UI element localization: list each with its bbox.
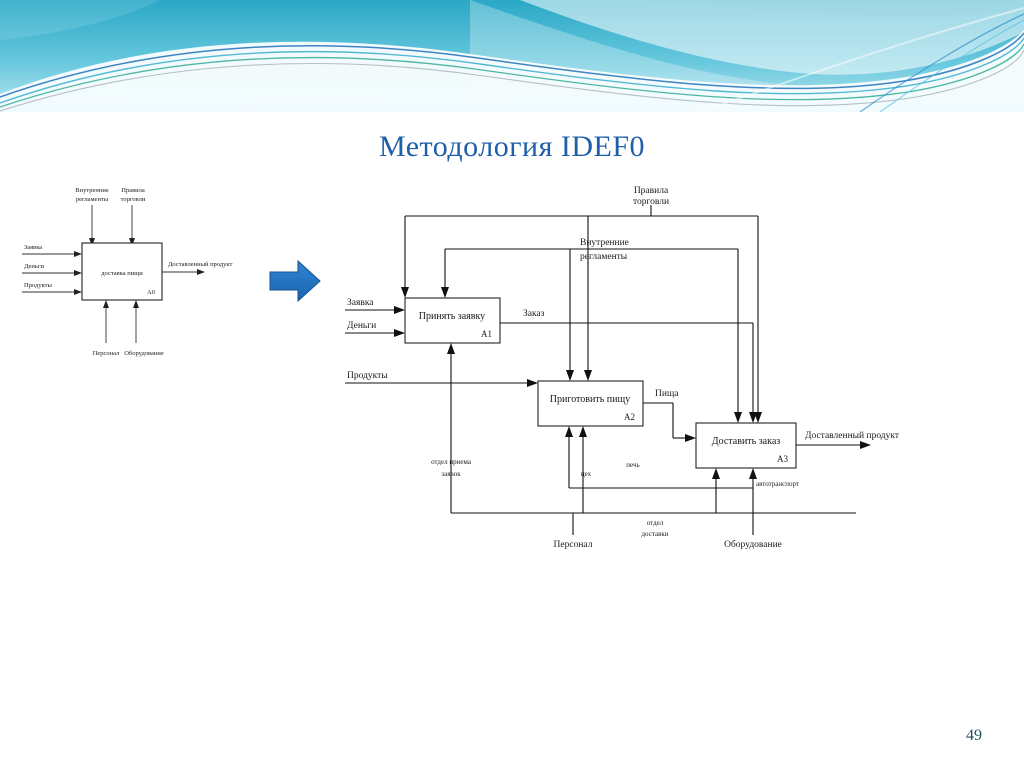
- decomp-flow-label-zakaz: Заказ: [523, 309, 545, 319]
- decomp-control-label-pravila-line2: торговли: [633, 197, 669, 207]
- context-box-label: доставка пищи: [101, 270, 143, 277]
- right-arrow-icon: [268, 258, 322, 304]
- decomp-output-label: Доставленный продукт: [805, 430, 900, 441]
- context-box-code: A0: [147, 289, 155, 296]
- context-input-label-dengi: Деньги: [24, 263, 45, 270]
- decomp-flow-label-pishcha: Пища: [655, 389, 679, 399]
- context-output-label: Доставленный продукт: [168, 261, 232, 268]
- decomp-input-label-zayavka: Заявка: [347, 298, 374, 308]
- decomp-control-label-pravila-line1: Правила: [634, 186, 669, 196]
- page-title: Методология IDEF0: [378, 130, 646, 163]
- decomposition-diagram-panel: Правила торговли Внутренние регламенты З…: [333, 183, 933, 553]
- context-control-label-2-line1: Правила: [121, 187, 145, 194]
- decomp-mech-branch-pech: печь: [626, 461, 639, 469]
- decomp-box-code-a2: A2: [624, 412, 635, 422]
- context-input-label-produkty: Продукты: [24, 282, 52, 289]
- decomp-input-label-dengi: Деньги: [347, 321, 376, 331]
- decomp-mech-branch-avtotransport: автотранспорт: [756, 480, 799, 488]
- waveform-header-decoration: [0, 0, 1024, 112]
- decomp-control-label-reglamenty-line2: регламенты: [580, 252, 628, 262]
- decomp-mechanism-label-personal: Персонал: [554, 540, 593, 550]
- context-mechanism-label-personal: Персонал: [93, 350, 120, 357]
- context-input-label-zayavka: Заявка: [24, 244, 42, 251]
- decomp-mech-branch-otdel-dostavki-line1: отдел: [647, 519, 664, 527]
- decomp-mech-branch-tsekh: цех: [581, 470, 592, 478]
- decomp-box-label-a1: Принять заявку: [419, 311, 485, 322]
- decomp-input-label-produkty: Продукты: [347, 371, 388, 381]
- page-number: 49: [966, 727, 982, 744]
- decomp-mech-branch-otdel-dostavki-line2: доставки: [641, 530, 668, 538]
- decomp-mech-branch-otdel-priema-line2: заявок: [441, 470, 461, 478]
- decomp-box-label-a2: Приготовить пищу: [550, 394, 630, 405]
- decomp-box-code-a1: A1: [481, 329, 492, 339]
- context-control-label-1-line1: Внутренние: [75, 187, 109, 194]
- decomp-mechanism-label-oborudovanie: Оборудование: [724, 539, 782, 550]
- context-mechanism-label-oborudovanie: Оборудование: [124, 350, 164, 357]
- decomp-box-label-a3: Доставить заказ: [712, 436, 780, 447]
- context-control-label-1-line2: регламенты: [76, 196, 109, 203]
- decomp-mech-branch-otdel-priema-line1: отдел приема: [431, 458, 472, 466]
- decomp-box-code-a3: A3: [777, 454, 788, 464]
- context-control-label-2-line2: торговли: [121, 196, 146, 203]
- decomp-control-label-reglamenty-line1: Внутренние: [580, 238, 629, 248]
- context-diagram-panel: Внутренние регламенты Правила торговли З…: [10, 183, 260, 370]
